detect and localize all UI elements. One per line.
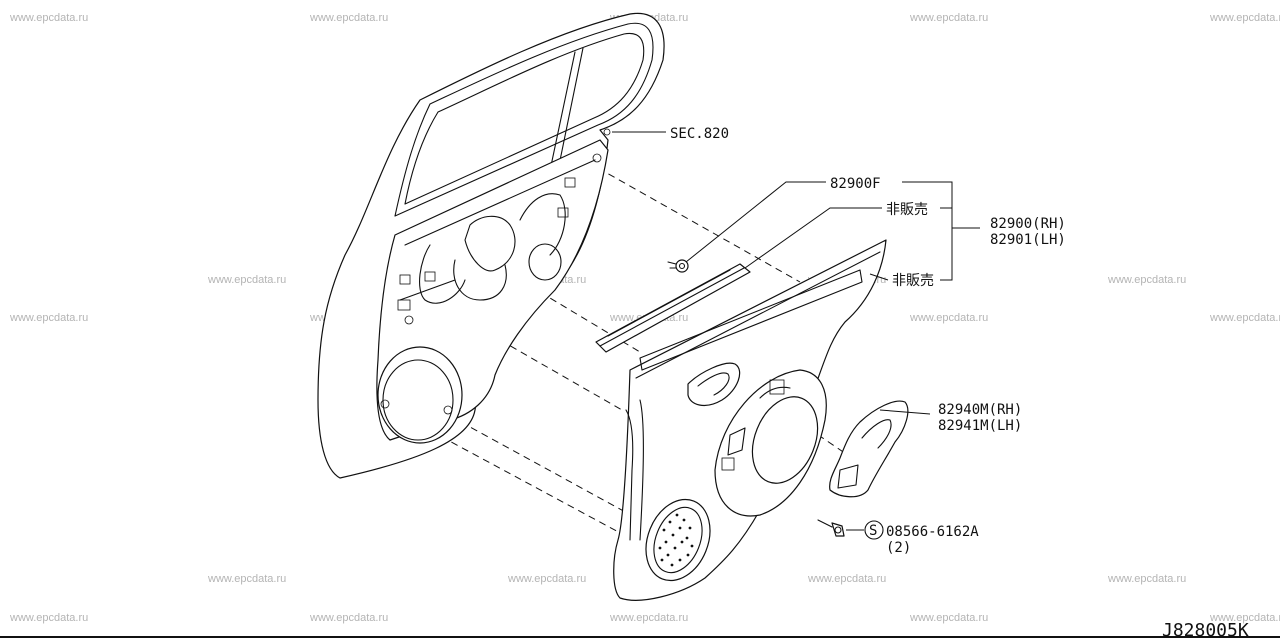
door-trim-panel <box>613 239 887 601</box>
speaker-grille-dots <box>658 513 694 567</box>
callouts: SEC.820 82900F 非販売 非販売 82900(RH) 82901(L… <box>670 126 1066 556</box>
label-trim-lh: 82901(LH) <box>990 232 1066 248</box>
label-not-sold-2: 非販売 <box>892 273 934 289</box>
watermark: www.epcdata.ru <box>309 612 388 624</box>
watermark: www.epcdata.ru <box>1209 612 1280 624</box>
label-pocket-lh: 82941M(LH) <box>938 418 1022 434</box>
label-screw-qty: (2) <box>886 540 911 556</box>
label-trim-clip: 82900F <box>830 176 881 192</box>
watermark: www.epcdata.ru <box>807 573 886 585</box>
pull-pocket <box>829 400 909 498</box>
watermark: www.epcdata.ru <box>507 573 586 585</box>
label-screw-symbol: S <box>869 523 877 539</box>
label-screw: 08566-6162A <box>886 524 979 540</box>
watermark: www.epcdata.ru <box>909 312 988 324</box>
label-sec: SEC.820 <box>670 126 729 142</box>
diagram-id: J828005K <box>1162 620 1249 640</box>
trim-moulding <box>595 263 751 353</box>
door-shell <box>317 12 665 479</box>
watermark: www.epcdata.ru <box>207 573 286 585</box>
watermark: www.epcdata.ru <box>1107 573 1186 585</box>
screw-symbol-circle <box>864 520 884 540</box>
label-trim-rh: 82900(RH) <box>990 216 1066 232</box>
watermark: www.epcdata.ru <box>1209 12 1280 24</box>
label-pocket-rh: 82940M(RH) <box>938 402 1022 418</box>
watermark: www.epcdata.ru <box>909 12 988 24</box>
watermark: www.epcdata.ru <box>309 12 388 24</box>
watermark: www.epcdata.ru <box>1209 312 1280 324</box>
leader-lines <box>612 131 980 531</box>
watermark: www.epcdata.ru <box>9 12 88 24</box>
label-not-sold-1: 非販売 <box>886 202 928 218</box>
watermark: www.epcdata.ru <box>9 612 88 624</box>
watermark: www.epcdata.ru <box>1107 274 1186 286</box>
watermark: www.epcdata.ru <box>207 274 286 286</box>
watermark: www.epcdata.ru <box>9 312 88 324</box>
trim-clip <box>667 259 689 273</box>
watermark: www.epcdata.ru <box>609 612 688 624</box>
watermark: www.epcdata.ru <box>909 612 988 624</box>
screw <box>817 519 845 537</box>
